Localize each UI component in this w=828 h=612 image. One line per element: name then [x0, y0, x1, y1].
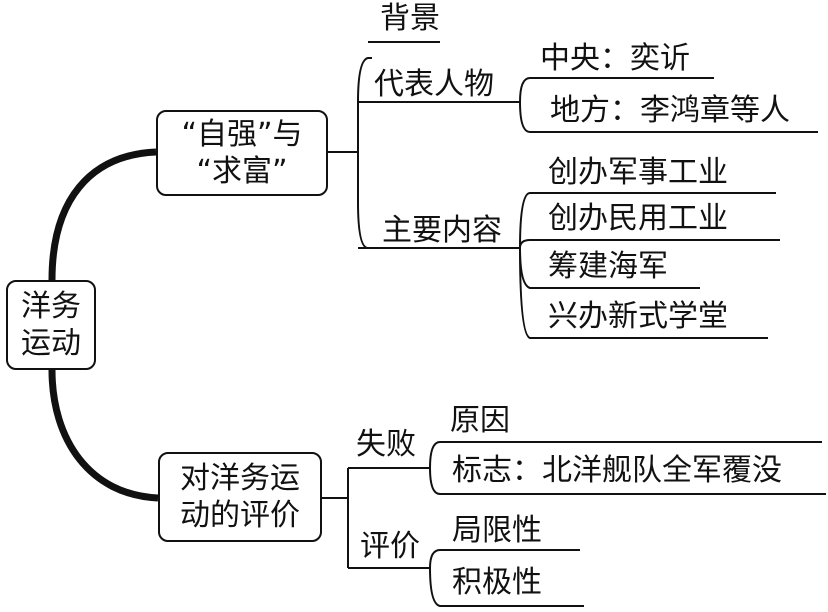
leaf-central: 中央：奕䜣: [540, 41, 690, 76]
node-representatives: 代表人物: [374, 67, 494, 102]
leaf-content-1: 创办军事工业: [548, 155, 728, 190]
node-main-content: 主要内容: [382, 213, 502, 248]
node-evaluation: 评价: [360, 529, 420, 564]
branch-evaluation: 对洋务运 动的评价: [158, 452, 322, 542]
leaf-limitations: 局限性: [452, 513, 542, 548]
leaf-sign: 标志：北洋舰队全军覆没: [452, 453, 782, 488]
node-background: 背景: [380, 1, 440, 36]
leaf-positive: 积极性: [452, 565, 542, 600]
root-node-yangwu-movement: 洋务 运动: [6, 280, 96, 370]
leaf-local: 地方：李鸿章等人: [550, 93, 790, 128]
leaf-content-2: 创办民用工业: [548, 201, 728, 236]
node-failure: 失败: [356, 427, 416, 462]
leaf-reason: 原因: [450, 403, 510, 438]
leaf-content-4: 兴办新式学堂: [548, 299, 728, 334]
leaf-content-3: 筹建海军: [548, 249, 668, 284]
branch-self-strengthening: “自强”与 “求富”: [156, 110, 328, 196]
